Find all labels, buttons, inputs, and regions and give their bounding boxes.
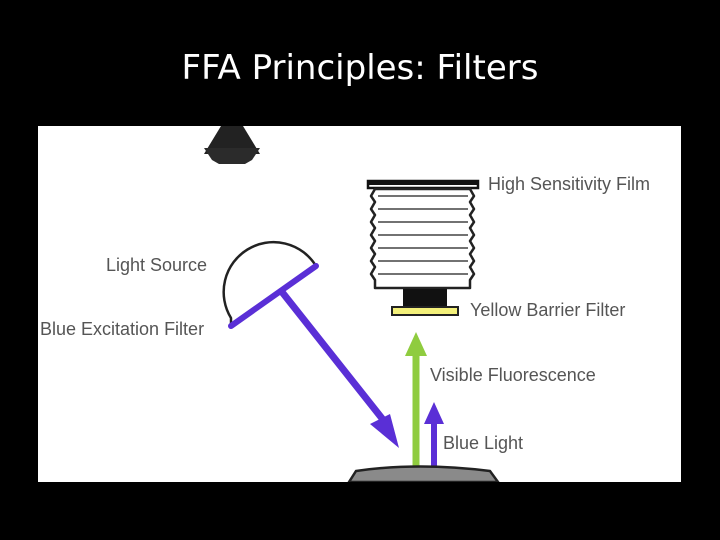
label-blue-excitation-filter: Blue Excitation Filter xyxy=(40,319,204,339)
label-blue-light: Blue Light xyxy=(443,433,523,453)
ffa-diagram: High Sensitivity Film Light Source Blue … xyxy=(38,126,681,482)
yellow-barrier-filter xyxy=(391,306,459,316)
eye-bottom-icon xyxy=(347,465,500,482)
label-yellow-barrier-filter: Yellow Barrier Filter xyxy=(470,300,625,320)
blue-excitation-filter xyxy=(228,263,319,329)
light-source xyxy=(222,240,319,329)
slide-title: FFA Principles: Filters xyxy=(181,48,539,88)
camera-bellows xyxy=(366,179,480,307)
eye-top-icon xyxy=(204,126,260,164)
excitation-beam-arrow xyxy=(278,288,399,448)
diagram-svg: High Sensitivity Film Light Source Blue … xyxy=(40,126,650,482)
fluorescence-arrow xyxy=(405,332,427,482)
label-high-sensitivity-film: High Sensitivity Film xyxy=(488,174,650,194)
label-light-source: Light Source xyxy=(106,255,207,275)
label-visible-fluorescence: Visible Fluorescence xyxy=(430,365,596,385)
lens-mount xyxy=(403,289,447,307)
